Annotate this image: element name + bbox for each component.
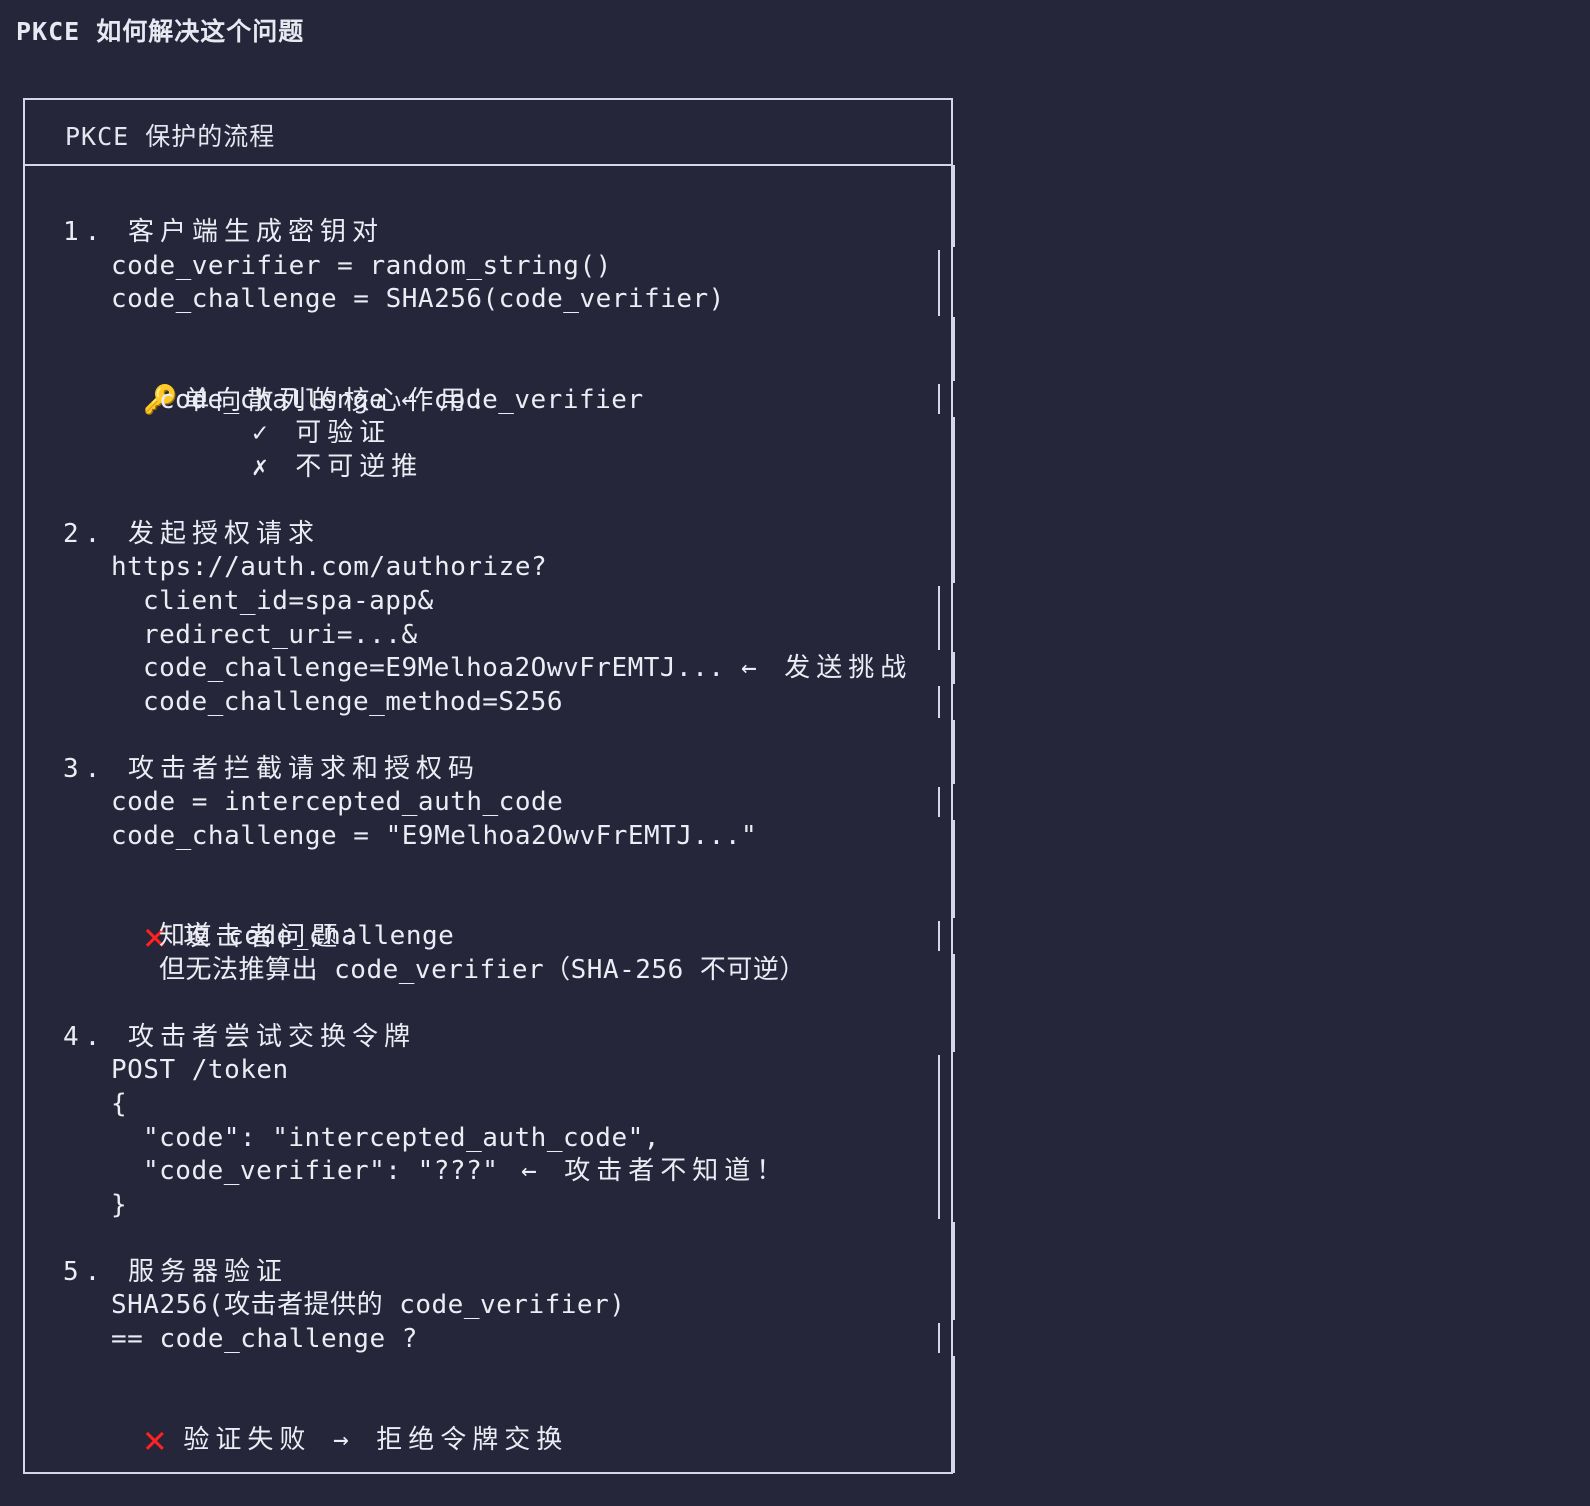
- step-4-heading: 4. 攻击者尝试交换令牌: [63, 1022, 416, 1052]
- step-4-code-line: {: [111, 1089, 128, 1119]
- step-5-result-text: 验证失败 → 拒绝令牌交换: [183, 1425, 569, 1455]
- x-mark-icon: ✕: [143, 1417, 167, 1461]
- step-2-code-line: https://auth.com/authorize?: [111, 552, 548, 582]
- step-1-note-title: 单向散列的核心作用：: [183, 386, 504, 416]
- step-3-code-line: code = intercepted_auth_code: [111, 787, 564, 817]
- step-5-result: ✕ 验证失败 → 拒绝令牌交换: [111, 1389, 568, 1458]
- step-3-note-title: 攻击者问题：: [183, 922, 376, 952]
- step-2-code-line: client_id=spa-app&: [143, 586, 434, 616]
- step-2-code-line: code_challenge=E9Melhoa2OwvFrEMTJ...: [143, 653, 725, 683]
- border-fragment: [938, 921, 940, 951]
- step-3-heading: 3. 攻击者拦截请求和授权码: [63, 754, 480, 784]
- border-fragment: [938, 1055, 940, 1219]
- step-5-code-line: SHA256(攻击者提供的 code_verifier): [111, 1290, 626, 1320]
- step-2-code-line: code_challenge_method=S256: [143, 687, 563, 717]
- x-mark-icon: ✕: [143, 914, 167, 958]
- border-fragment: [953, 954, 955, 1052]
- step-4-annotation: ← 攻击者不知道！: [521, 1156, 789, 1186]
- step-1-code-line: code_challenge = SHA256(code_verifier): [111, 284, 725, 314]
- border-fragment: [953, 417, 955, 583]
- border-fragment: [938, 384, 940, 414]
- step-1-note-line: code_challenge ← code_verifier: [159, 385, 644, 415]
- border-fragment: [938, 586, 940, 650]
- step-1-code-line: code_verifier = random_string(): [111, 251, 612, 281]
- step-3-note-line: 但无法推算出 code_verifier（SHA-256 不可逆）: [159, 955, 806, 985]
- border-fragment: [953, 820, 955, 918]
- step-4-code-line: }: [111, 1190, 128, 1220]
- border-fragment: [938, 1323, 940, 1353]
- box-title: PKCE 保护的流程: [65, 122, 276, 151]
- border-fragment: [953, 317, 955, 381]
- step-5-code-line: == code_challenge ?: [111, 1324, 418, 1354]
- border-fragment: [953, 165, 955, 247]
- border-fragment: [938, 787, 940, 817]
- border-fragment: [953, 652, 955, 684]
- step-4-code-line: "code": "intercepted_auth_code",: [143, 1123, 660, 1153]
- step-3-code-line: code_challenge = "E9Melhoa2OwvFrEMTJ...": [111, 821, 758, 851]
- step-1-note: 🔑单向散列的核心作用：: [111, 349, 503, 416]
- page-title: PKCE 如何解决这个问题: [16, 17, 305, 46]
- step-3-note-line: 知道 code_challenge: [159, 921, 455, 951]
- step-2-code-line: redirect_uri=...&: [143, 620, 418, 650]
- border-fragment: [953, 720, 955, 784]
- step-4-code-line: "code_verifier": "???": [143, 1156, 499, 1186]
- step-4-code-line: POST /token: [111, 1055, 289, 1085]
- step-1-note-line: ✗ 不可逆推: [252, 452, 424, 482]
- border-fragment: [938, 686, 940, 718]
- border-fragment: [953, 1222, 955, 1320]
- box-header: PKCE 保护的流程: [25, 100, 951, 166]
- step-1-heading: 1. 客户端生成密钥对: [63, 217, 384, 247]
- border-fragment: [953, 1356, 955, 1473]
- step-5-heading: 5. 服务器验证: [63, 1257, 288, 1287]
- step-1-note-line: ✓ 可验证: [252, 418, 392, 448]
- pkce-flow-box: PKCE 保护的流程: [23, 98, 953, 1474]
- step-2-heading: 2. 发起授权请求: [63, 519, 320, 549]
- step-3-note: ✕ 攻击者问题：: [111, 886, 375, 955]
- step-2-annotation: ← 发送挑战: [741, 653, 913, 683]
- border-fragment: [938, 250, 940, 316]
- key-icon: 🔑: [143, 383, 179, 416]
